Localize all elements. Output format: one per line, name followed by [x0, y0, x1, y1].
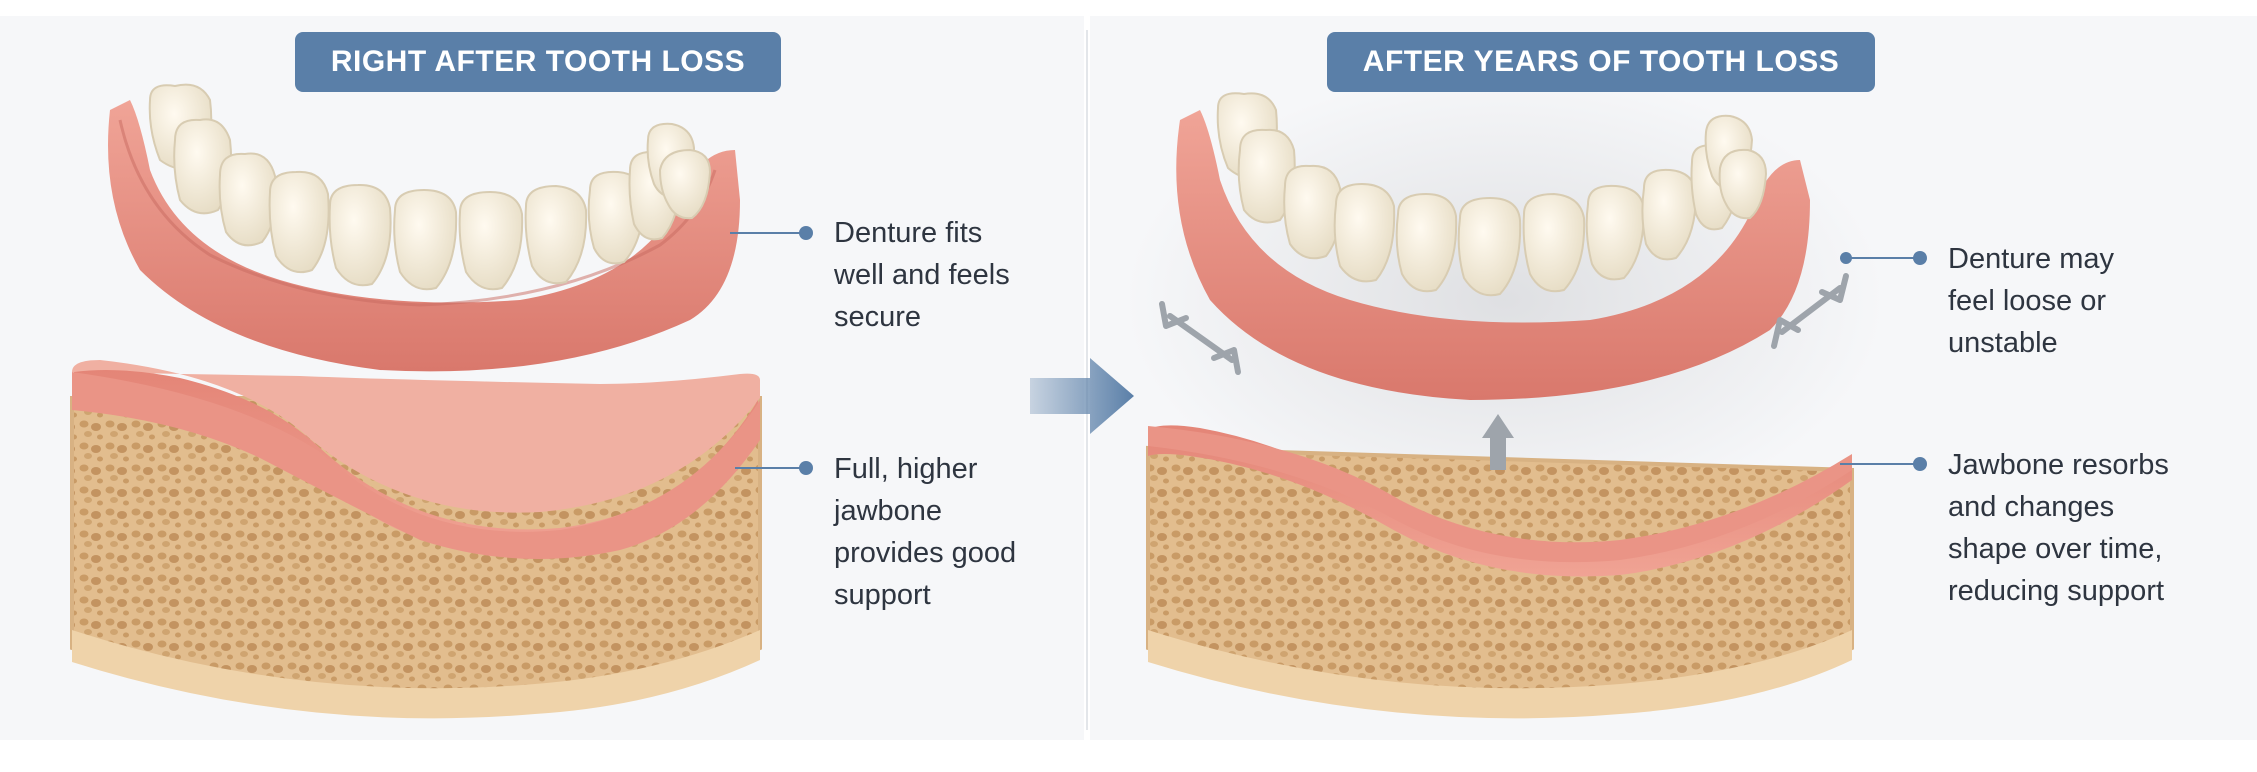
left-denture-label: Denture fits well and feels secure — [834, 217, 1010, 333]
right-denture — [1176, 92, 1810, 400]
left-denture-leader — [730, 226, 813, 240]
left-panel-header: RIGHT AFTER TOOTH LOSS — [295, 32, 781, 92]
right-panel-header: AFTER YEARS OF TOOTH LOSS — [1327, 32, 1875, 92]
right-denture-label: Denture may feel loose or unstable — [1948, 243, 2115, 359]
left-denture — [108, 83, 740, 372]
transition-arrow-icon — [1030, 358, 1134, 434]
right-denture-teeth — [1216, 92, 1768, 297]
right-jawbone-leader — [1840, 457, 1927, 471]
left-denture-teeth — [148, 83, 712, 291]
right-wobble-arrow-icon — [1771, 273, 1849, 349]
right-jawbone — [1146, 425, 1854, 719]
left-jawbone-leader — [735, 461, 813, 475]
left-wobble-arrow-icon — [1159, 301, 1241, 375]
left-jawbone-label: Full, higher jawbone provides good suppo… — [834, 453, 1017, 611]
right-denture-leader — [1840, 251, 1927, 265]
up-arrow-icon — [1482, 414, 1514, 470]
right-jawbone-label: Jawbone resorbs and changes shape over t… — [1948, 449, 2169, 607]
left-jawbone — [70, 360, 762, 719]
